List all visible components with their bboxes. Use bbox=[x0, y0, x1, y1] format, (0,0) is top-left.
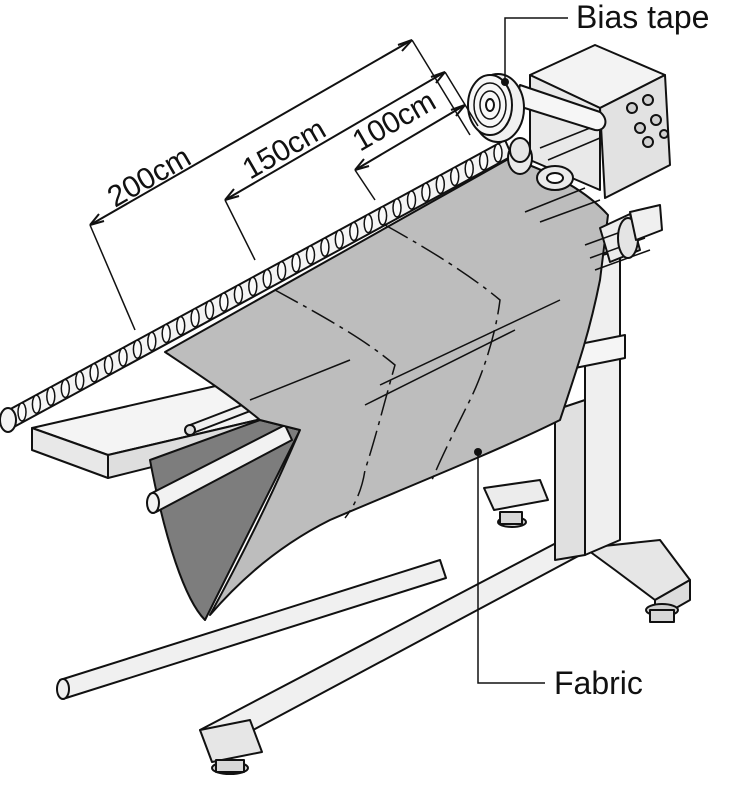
roller-ring bbox=[421, 182, 431, 202]
roller-ring bbox=[276, 260, 287, 281]
roller-ring bbox=[17, 402, 27, 422]
dim-150cm-label: 150cm bbox=[237, 112, 331, 186]
roller-ring bbox=[60, 378, 71, 399]
roller-ring bbox=[190, 308, 200, 328]
roller-ring bbox=[161, 323, 171, 344]
roller-ring bbox=[89, 363, 99, 383]
roller-ring bbox=[305, 245, 316, 265]
roller-ring bbox=[204, 300, 215, 320]
roller-ring bbox=[406, 190, 417, 210]
fabric-label: Fabric bbox=[554, 665, 643, 701]
bias-tape-label: Bias tape bbox=[576, 0, 709, 35]
roller-ring bbox=[349, 221, 359, 242]
fabric-callout bbox=[474, 448, 545, 684]
roller-ring bbox=[334, 229, 345, 250]
roller-ring bbox=[118, 347, 128, 367]
top-roller bbox=[0, 139, 513, 433]
lower-roller bbox=[146, 424, 293, 514]
fabric-cut-lines bbox=[249, 224, 561, 519]
floor-frame bbox=[56, 479, 691, 775]
roller-ring bbox=[363, 213, 373, 234]
stand-column bbox=[554, 249, 626, 561]
fabric-sheet bbox=[164, 157, 609, 616]
bias-tape-callout bbox=[501, 17, 568, 86]
roller-ring bbox=[392, 198, 402, 218]
roller-ring bbox=[464, 158, 474, 179]
roller-ring bbox=[493, 143, 503, 163]
bias-tape-reel bbox=[467, 73, 531, 163]
roller-ring bbox=[175, 315, 186, 336]
roller-ring bbox=[74, 370, 85, 391]
roller-ring bbox=[147, 331, 157, 352]
roller-ring bbox=[233, 284, 244, 305]
roller-ring bbox=[377, 206, 388, 226]
roller-ring bbox=[31, 394, 42, 414]
machine-head bbox=[507, 44, 671, 271]
roller-ring bbox=[435, 174, 446, 195]
roller-ring bbox=[291, 253, 301, 273]
roller-ring bbox=[262, 268, 272, 289]
roller-ring bbox=[103, 355, 114, 375]
dim-200cm-label: 200cm bbox=[102, 140, 196, 214]
roller-ring bbox=[248, 276, 258, 297]
dimension-lines bbox=[89, 39, 479, 331]
roller-ring bbox=[478, 151, 489, 171]
roller-ring bbox=[449, 166, 460, 187]
roller-ring bbox=[132, 339, 143, 359]
roller-ring bbox=[219, 292, 229, 312]
roller-ring bbox=[46, 386, 56, 407]
roller-ring bbox=[320, 237, 330, 257]
